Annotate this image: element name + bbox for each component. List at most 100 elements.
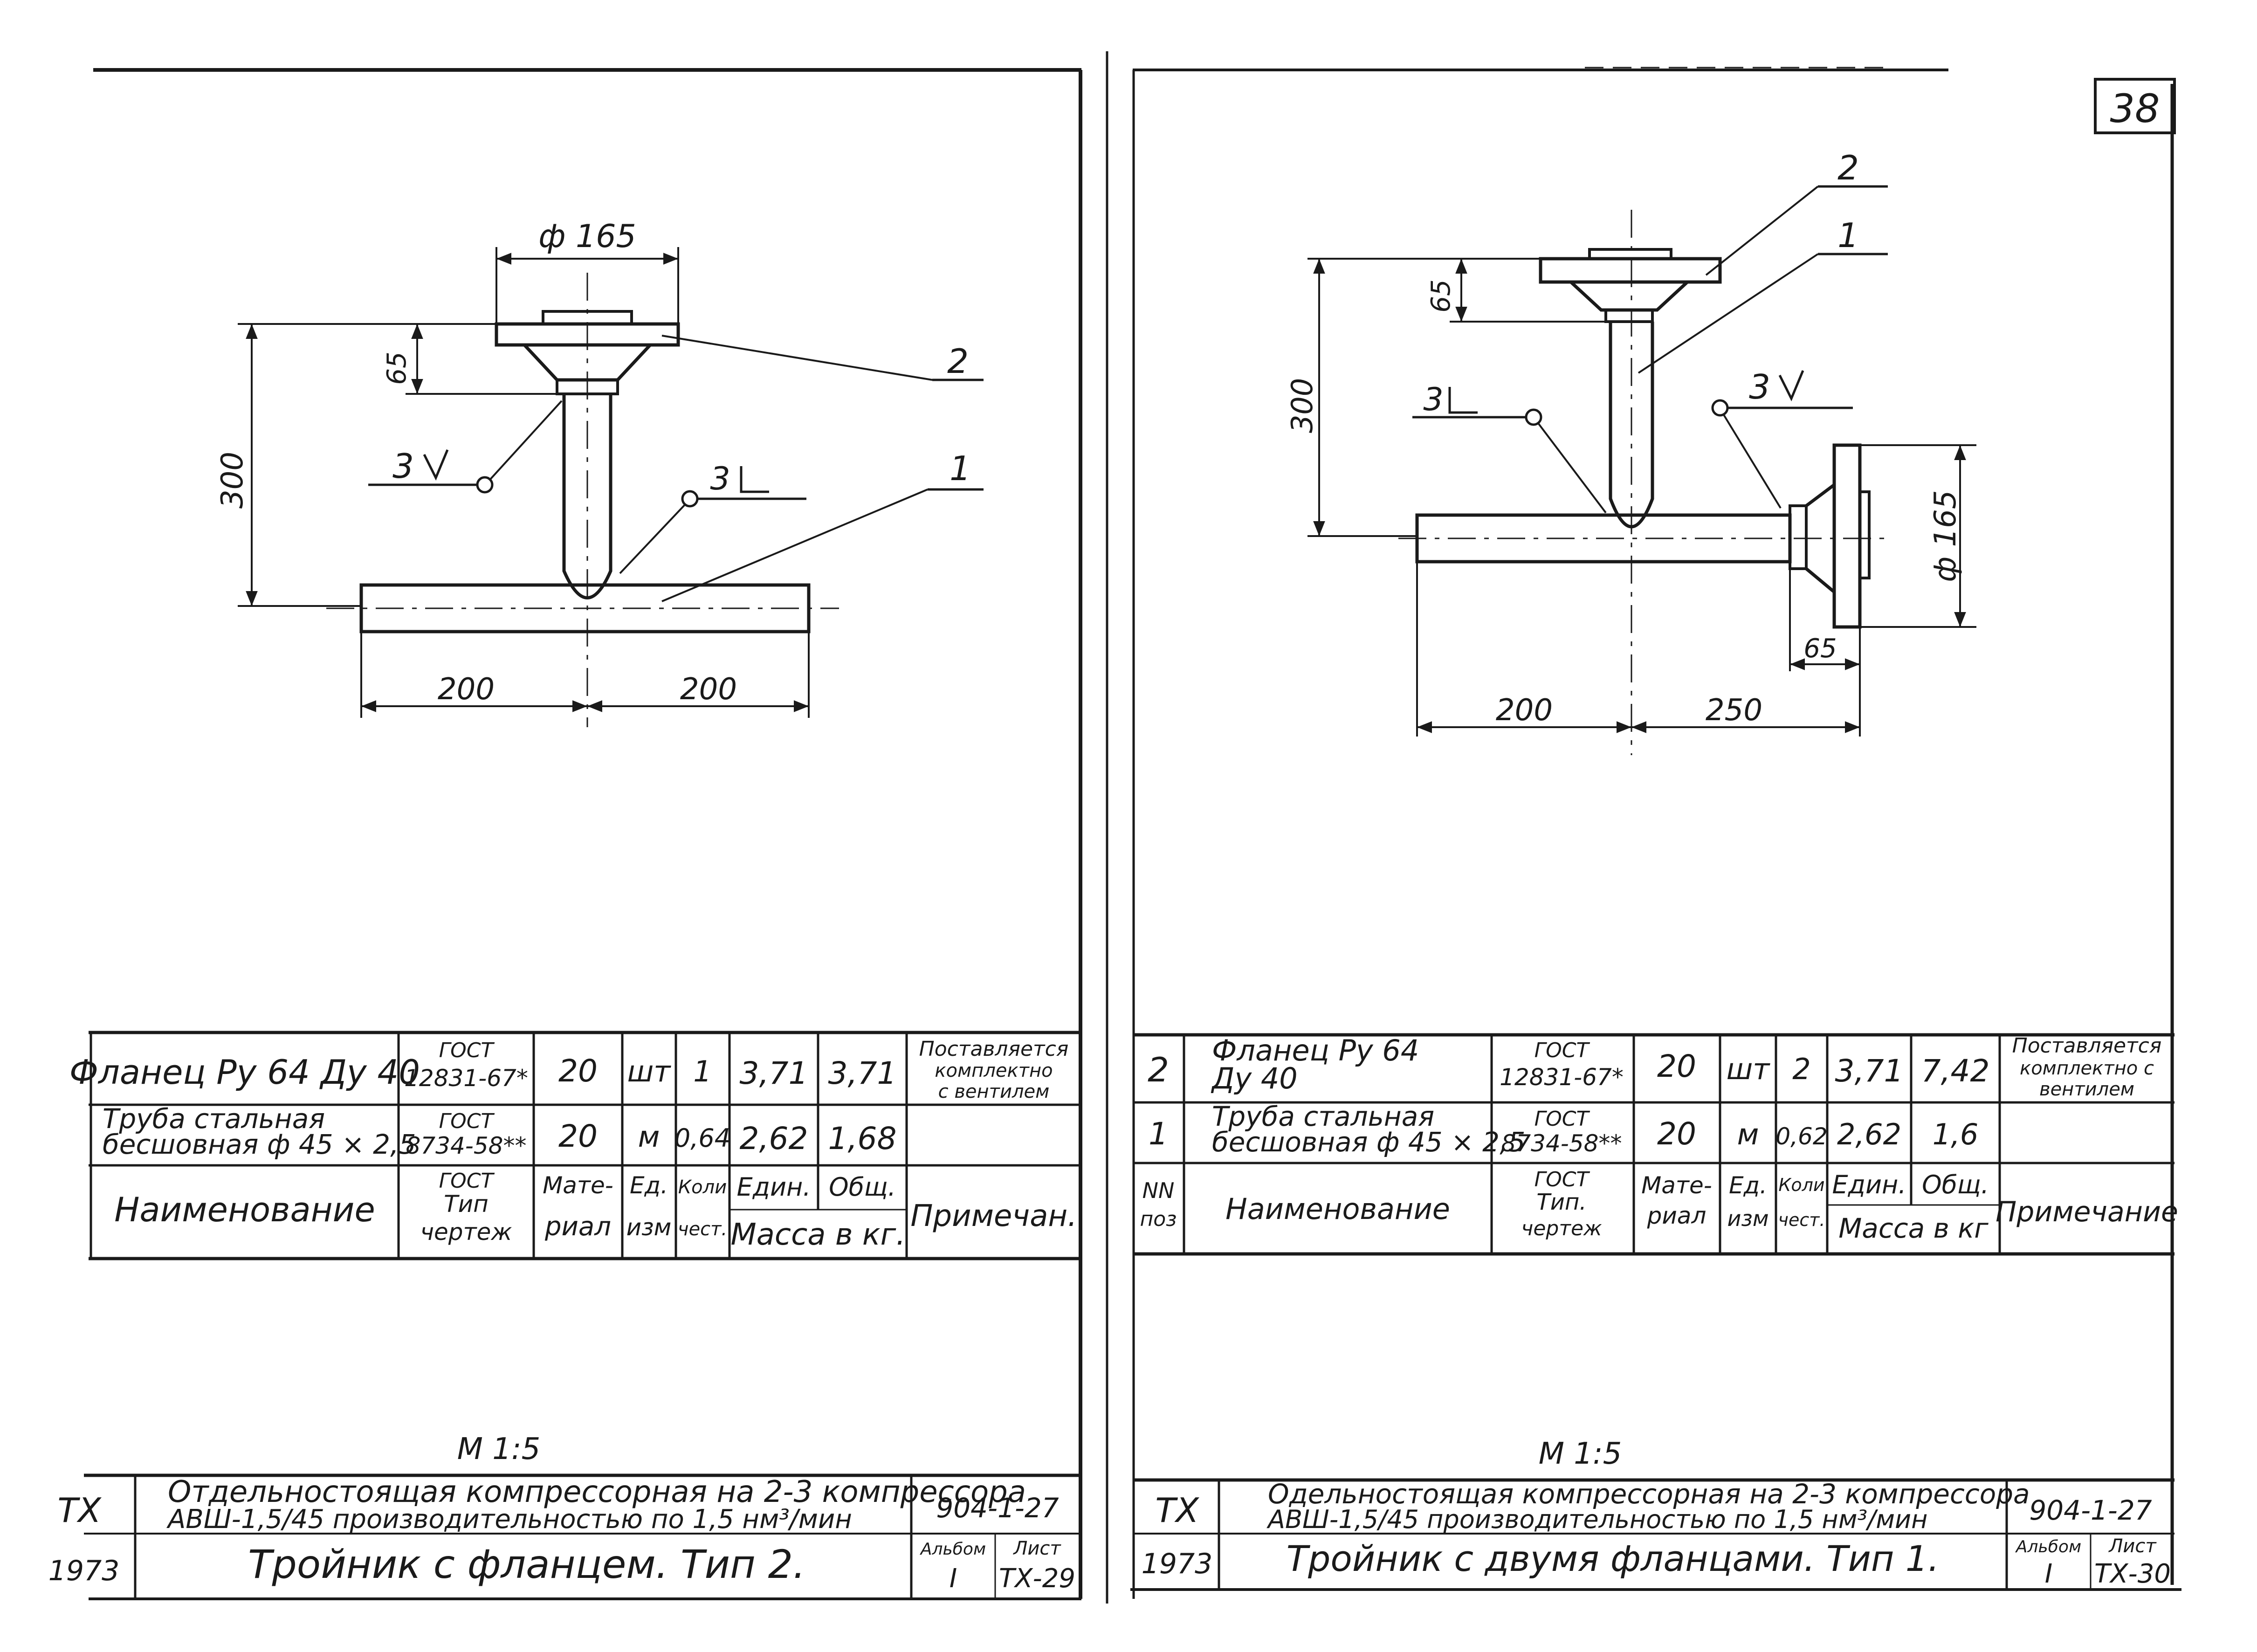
row2-qty: 0,64 — [674, 1123, 730, 1153]
row1-pos: 2 — [1148, 1050, 1169, 1089]
header-gost-3: чертеж — [420, 1218, 512, 1246]
row2-mass-total: 1,68 — [828, 1121, 897, 1156]
header-qty-2: чест. — [1778, 1210, 1825, 1230]
row1-gost-number: 12831-67* — [404, 1065, 528, 1092]
page-number-box — [2094, 78, 2176, 134]
header-qty-1: Коли — [1778, 1175, 1824, 1195]
header-mass-total: Общ. — [1922, 1170, 1989, 1199]
weld-symbol-b: 3 — [710, 461, 730, 497]
right-album-label: Альбом — [2015, 1537, 2081, 1556]
row2-name-2: бесшовная ф 45 × 2,5 — [1212, 1126, 1525, 1158]
dim-flange-height: 65 — [1426, 279, 1456, 312]
row2-gost-label: ГОСТ — [439, 1109, 495, 1133]
header-unit-1: Ед. — [630, 1172, 668, 1199]
row1-name-2: Ду 40 — [1211, 1061, 1298, 1095]
dim-flange-diameter: ф 165 — [538, 218, 636, 255]
side-flange-boss — [1858, 490, 1871, 579]
right-sheet: 38 65 — [1130, 67, 2181, 1599]
right-scale: М 1:5 — [1539, 1437, 1622, 1471]
header-unit-1: Ед. — [1729, 1172, 1767, 1199]
row1-note-1: Поставляется — [2012, 1034, 2162, 1058]
header-mass-unit: Един. — [1832, 1170, 1906, 1199]
row2-mass-unit: 2,62 — [740, 1121, 808, 1156]
right-sheet-number: ТХ-30 — [2094, 1559, 2171, 1589]
dim-flange-height: 65 — [382, 351, 412, 385]
right-album: I — [2045, 1559, 2053, 1589]
header-qty-2: чест. — [678, 1218, 727, 1240]
row1-gost-number: 12831-67* — [1500, 1064, 1624, 1091]
right-title-line1: Одельностоящая компрессорная на 2-3 комп… — [1268, 1478, 2030, 1510]
left-code: ТХ — [57, 1491, 102, 1530]
row2-name-1: Труба стальная — [1212, 1101, 1434, 1132]
row1-mass-unit: 3,71 — [1835, 1053, 1904, 1089]
header-mass-total: Общ. — [829, 1172, 896, 1202]
header-mass-unit: Един. — [736, 1172, 811, 1202]
row1-mass-total: 3,71 — [828, 1055, 897, 1091]
callout-2: 2 — [1837, 148, 1859, 187]
dim-flange-height-2: 65 — [1803, 633, 1837, 664]
row1-material: 20 — [1657, 1048, 1696, 1084]
row2-gost-label: ГОСТ — [1534, 1107, 1590, 1131]
row1-unit: шт — [1727, 1052, 1771, 1086]
header-material-1: Мате- — [543, 1172, 613, 1199]
header-mass: Масса в кг. — [730, 1218, 905, 1252]
branch-pipe — [562, 394, 612, 599]
row2-name-2: бесшовная ф 45 × 2,5 — [103, 1129, 416, 1160]
row1-unit: шт — [627, 1054, 672, 1088]
left-title-block: ТХ 1973 Отдельностоящая компрессорная на… — [48, 1473, 1081, 1599]
row2-unit: м — [1737, 1117, 1759, 1151]
header-note: Примечан. — [910, 1199, 1077, 1233]
header-pos-1: NN — [1142, 1178, 1175, 1203]
top-flange-plate — [1539, 257, 1722, 284]
left-sheet-label: Лист — [1012, 1538, 1061, 1559]
row2-name-1: Труба стальная — [103, 1103, 325, 1135]
header-name: Наименование — [114, 1190, 375, 1229]
left-title-line2: АВШ-1,5/45 производительностью по 1,5 нм… — [166, 1504, 852, 1535]
row1-qty: 2 — [1792, 1052, 1810, 1086]
side-flange-plate — [1832, 443, 1862, 629]
dim-height: 300 — [1285, 378, 1319, 433]
row2-unit: м — [638, 1120, 660, 1154]
top-flange-collar — [1604, 309, 1654, 323]
header-pos-2: поз — [1140, 1207, 1177, 1231]
callout-1: 1 — [950, 449, 971, 488]
row1-material: 20 — [558, 1053, 598, 1089]
right-title-name: Тройник с двумя фланцами. Тип 1. — [1287, 1538, 1940, 1579]
row1-mass-unit: 3,71 — [740, 1055, 808, 1091]
header-mass: Масса в кг — [1838, 1212, 1989, 1244]
left-sheet-number: ТХ-29 — [999, 1563, 1075, 1594]
row1-note-2: комплектно с — [2020, 1058, 2154, 1079]
row2-material: 20 — [1657, 1116, 1696, 1152]
dim-flange-diameter: ф 165 — [1928, 490, 1963, 582]
left-tee-drawing: ф 165 65 300 200 200 2 1 — [215, 218, 984, 727]
row1-name: Фланец Ру 64 Ду 40 — [69, 1053, 420, 1092]
row1-gost-label: ГОСТ — [439, 1039, 495, 1062]
top-flange-neck — [1569, 281, 1689, 312]
right-doc-number: 904-1-27 — [2029, 1494, 2152, 1526]
dim-right: 250 — [1706, 693, 1762, 728]
row1-mass-total: 7,42 — [1921, 1053, 1990, 1089]
row2-gost-number: 8734-58** — [1501, 1130, 1622, 1157]
left-album-label: Альбом — [920, 1540, 986, 1559]
right-code: ТХ — [1155, 1491, 1199, 1530]
side-flange-collar — [1789, 504, 1808, 570]
row1-name-1: Фланец Ру 64 — [1212, 1033, 1419, 1067]
header-note: Примечание — [1996, 1196, 2178, 1228]
left-album: I — [950, 1563, 957, 1594]
callout-2: 2 — [947, 342, 969, 381]
dim-height: 300 — [215, 452, 250, 509]
top-flange-boss — [1588, 248, 1672, 260]
right-tee-drawing: 65 300 ф 165 65 200 250 — [1285, 148, 1976, 755]
row1-note-3: вентилем — [2039, 1079, 2134, 1100]
header-unit-2: изм — [626, 1214, 672, 1241]
left-title-line1: Отдельностоящая компрессорная на 2-3 ком… — [168, 1475, 1026, 1509]
row1-note-2: комплектно — [935, 1060, 1053, 1081]
header-material-1: Мате- — [1641, 1172, 1712, 1199]
dim-left: 200 — [1496, 693, 1553, 728]
left-spec-table: Фланец Ру 64 Ду 40 ГОСТ 12831-67* 20 шт … — [69, 1031, 1081, 1260]
weld-symbol-b: 3 — [1749, 367, 1770, 406]
header-gost-3: чертеж — [1521, 1217, 1602, 1240]
header-material-2: риал — [544, 1211, 611, 1242]
row2-mass-total: 1,6 — [1933, 1117, 1979, 1151]
